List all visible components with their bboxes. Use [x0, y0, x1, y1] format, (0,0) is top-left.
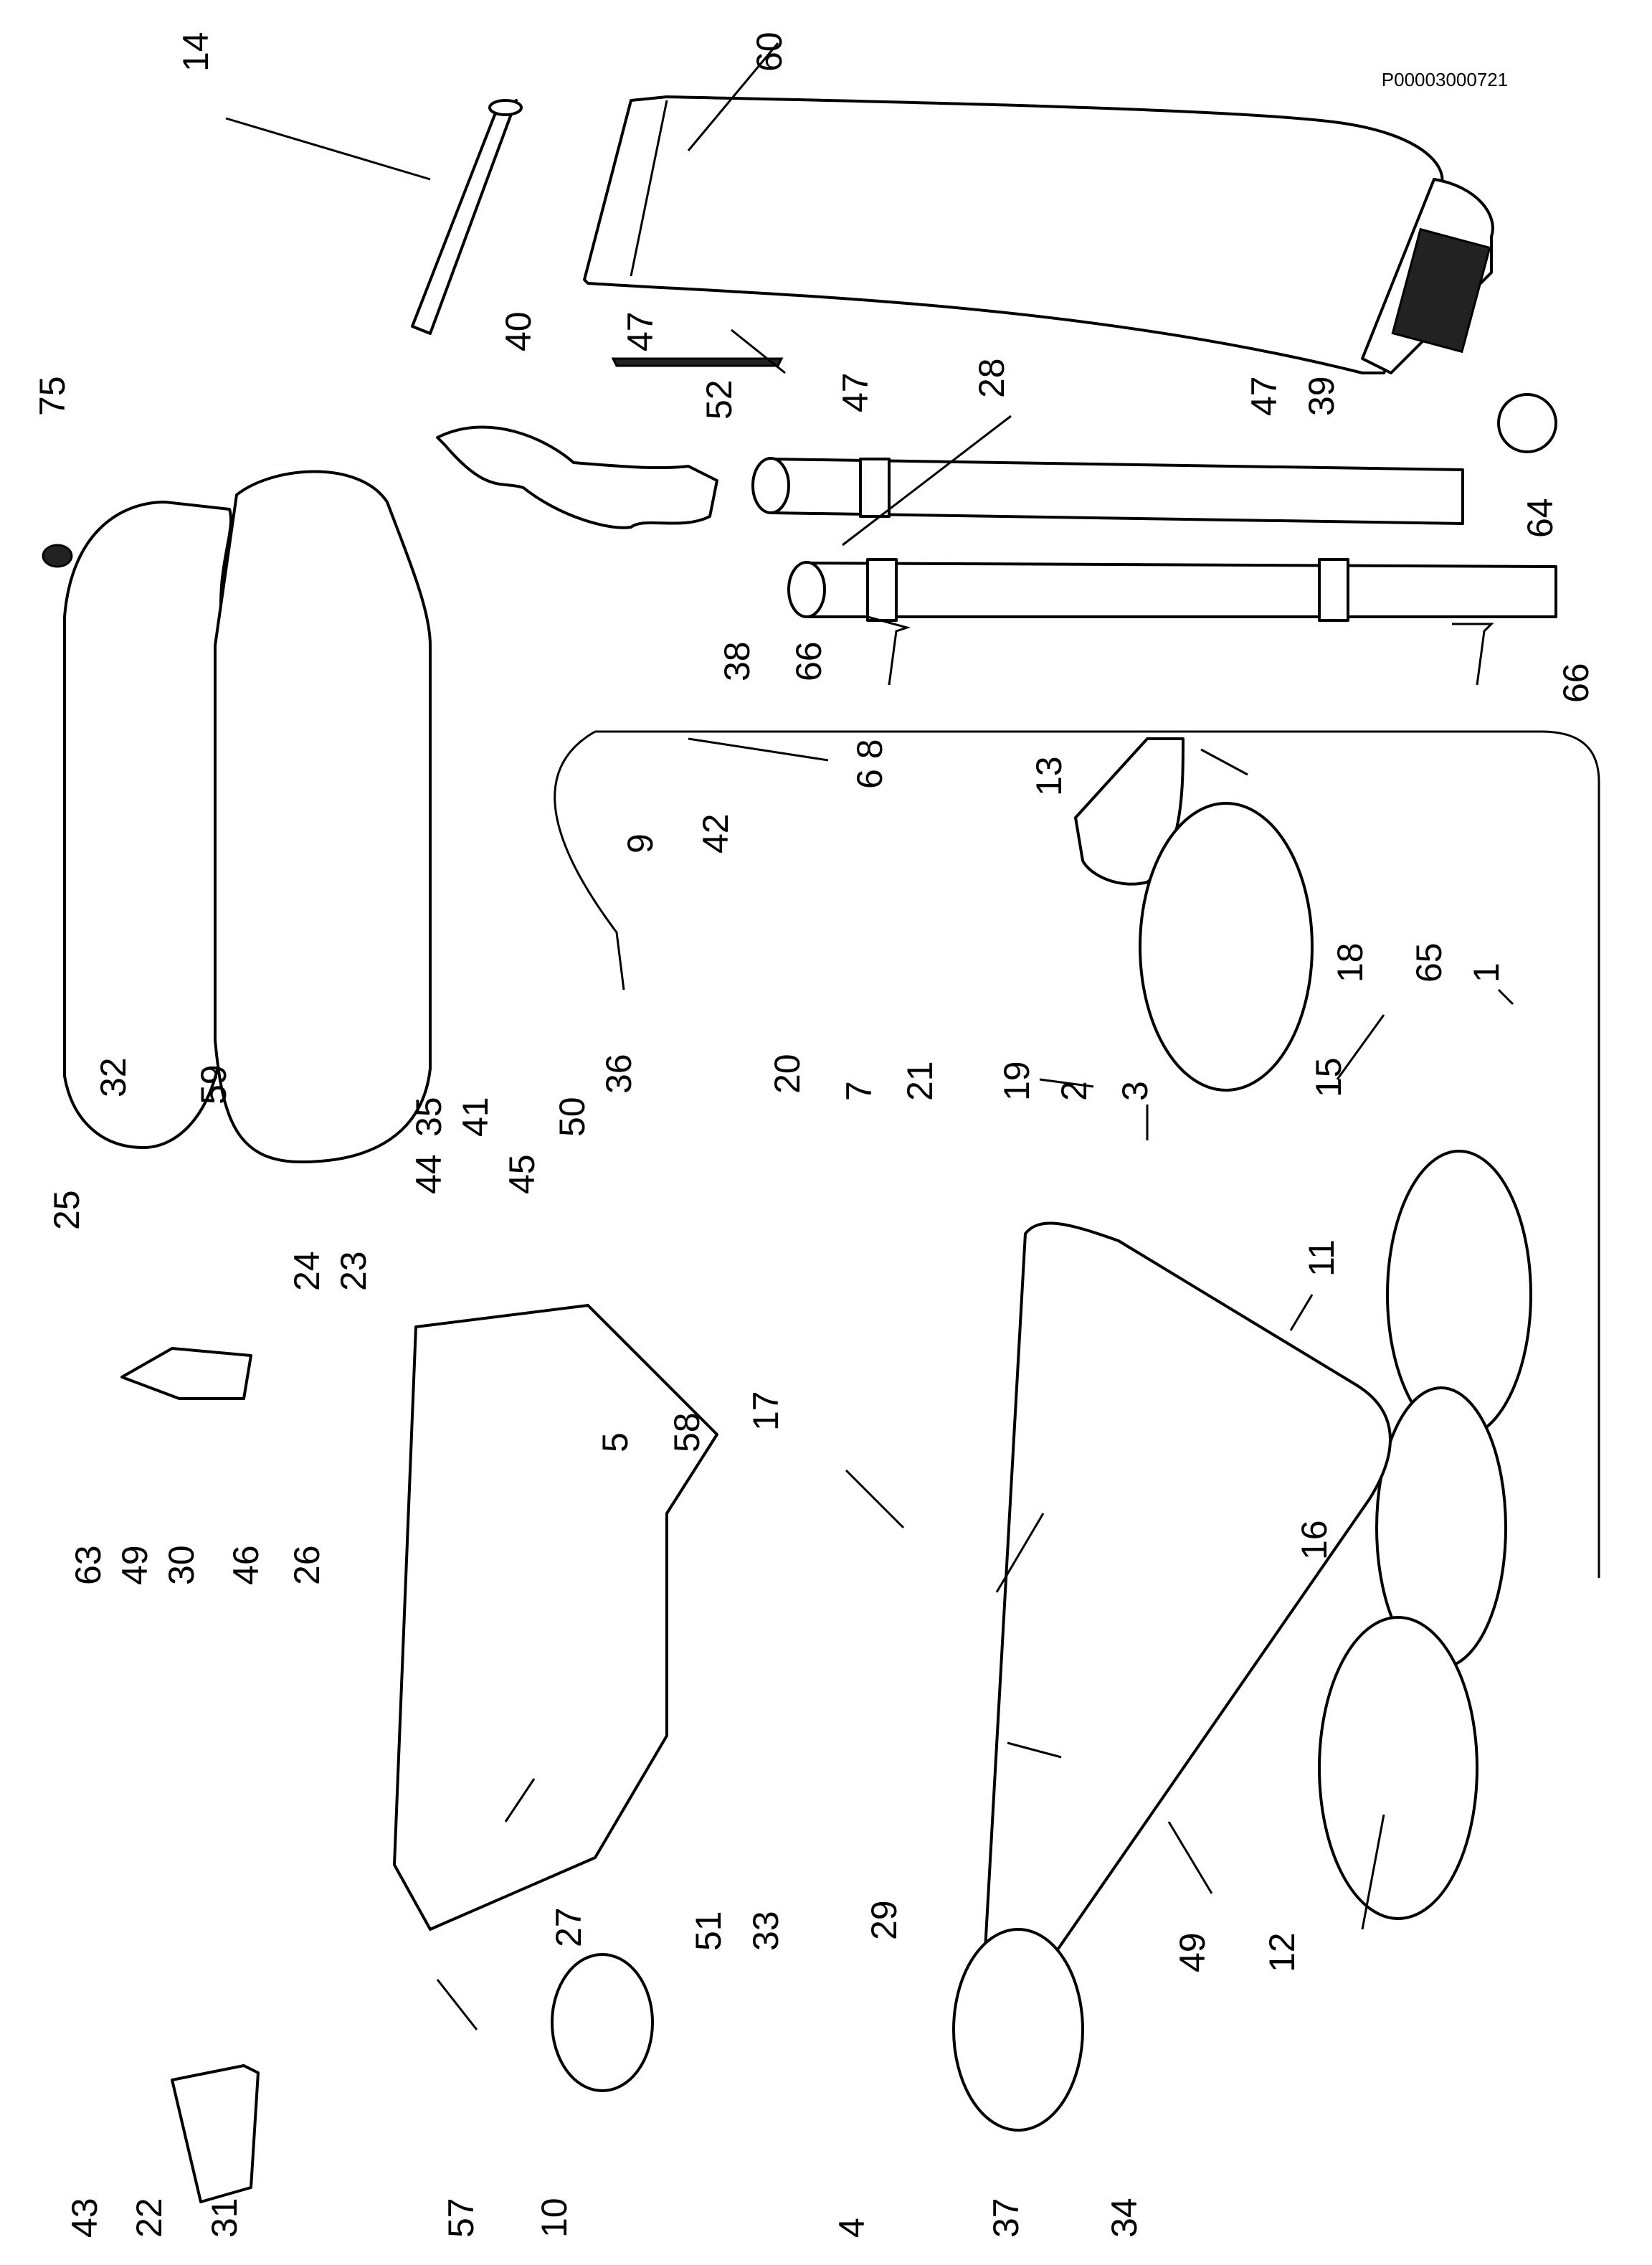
part-labels: 1 2 3 4 5 6 8 7 9 10 11 12 13 14 15 16 1…: [32, 32, 1596, 2238]
label-3: 3: [1115, 1081, 1155, 1101]
label-27: 27: [549, 1907, 589, 1947]
label-36: 36: [599, 1054, 639, 1094]
label-12: 12: [1262, 1932, 1302, 1972]
label-39: 39: [1301, 376, 1342, 416]
label-18: 18: [1330, 942, 1370, 983]
disc-part: [1139, 802, 1314, 1092]
label-20: 20: [767, 1054, 807, 1094]
handle-stem-part: [120, 1347, 252, 1400]
tube-upper-part: [751, 457, 1464, 525]
label-24: 24: [287, 1251, 327, 1291]
tube-lower-part: [787, 558, 1557, 622]
label-50: 50: [552, 1097, 592, 1137]
label-34: 34: [1104, 2198, 1144, 2238]
bracket-part: [171, 2064, 260, 2203]
label-33: 33: [746, 1911, 786, 1951]
brush-12-part: [1318, 1616, 1478, 1920]
label-35: 35: [409, 1097, 449, 1137]
label-52: 52: [699, 379, 739, 420]
label-64: 64: [1520, 498, 1560, 538]
motor-housing-part: [393, 1304, 718, 1931]
label-29: 29: [864, 1900, 904, 1940]
label-19: 19: [997, 1061, 1037, 1101]
label-22: 22: [129, 2198, 169, 2238]
label-11: 11: [1301, 1239, 1342, 1277]
clip-right-part: [1452, 623, 1494, 686]
label-9: 9: [620, 833, 660, 853]
power-cord-part: [554, 730, 1600, 1578]
label-32: 32: [93, 1057, 133, 1097]
label-57: 57: [441, 2198, 481, 2238]
housing-part: [214, 470, 432, 1163]
cover-part: [63, 501, 233, 1149]
label-45: 45: [502, 1154, 542, 1194]
handle-grip-part: [436, 425, 718, 529]
label-49b: 49: [1172, 1932, 1212, 1972]
label-60: 60: [749, 32, 789, 72]
label-15: 15: [1309, 1057, 1349, 1097]
label-59: 59: [194, 1064, 234, 1105]
label-14: 14: [176, 32, 216, 72]
label-42: 42: [696, 813, 736, 853]
spring-part: [611, 357, 784, 367]
label-31: 31: [204, 2198, 245, 2238]
label-1: 1: [1466, 963, 1506, 983]
label-66b: 66: [1556, 663, 1596, 703]
label-63: 63: [68, 1545, 108, 1585]
label-28: 28: [972, 358, 1012, 398]
label-51: 51: [688, 1911, 728, 1951]
base-plate-part: [981, 1221, 1392, 2010]
label-47c: 47: [1244, 376, 1284, 416]
fan-part: [551, 1953, 654, 2092]
label-37: 37: [986, 2198, 1026, 2238]
label-5: 5: [595, 1432, 635, 1452]
label-26: 26: [287, 1545, 327, 1585]
label-43: 43: [65, 2198, 105, 2238]
label-30: 30: [161, 1545, 201, 1585]
impeller-part: [952, 1928, 1084, 2132]
label-17: 17: [746, 1391, 786, 1431]
label-38: 38: [717, 641, 757, 681]
clip-left-part: [867, 615, 911, 686]
label-58: 58: [667, 1412, 707, 1452]
label-25: 25: [47, 1190, 87, 1230]
label-41: 41: [455, 1097, 495, 1137]
document-id: P00003000721: [1382, 69, 1508, 90]
leader-lines: [225, 42, 1514, 2030]
label-21: 21: [900, 1061, 940, 1101]
label-65: 65: [1409, 942, 1449, 983]
handle-upper-part: [583, 95, 1494, 374]
label-2: 2: [1054, 1081, 1094, 1101]
label-7: 7: [839, 1081, 879, 1101]
label-47a: 47: [620, 311, 660, 351]
ring-part: [1497, 393, 1557, 453]
label-44: 44: [409, 1154, 449, 1194]
label-4: 4: [832, 2218, 872, 2238]
label-6-8: 6 8: [850, 739, 890, 789]
label-49a: 49: [115, 1545, 155, 1585]
label-75: 75: [32, 376, 72, 416]
label-13: 13: [1029, 756, 1069, 796]
screw-75-part: [42, 544, 73, 568]
label-47b: 47: [835, 372, 875, 412]
small-tube-part: [411, 99, 523, 335]
label-40: 40: [498, 311, 538, 351]
label-66a: 66: [789, 641, 829, 681]
label-10: 10: [534, 2198, 574, 2238]
label-16: 16: [1294, 1520, 1334, 1560]
label-23: 23: [333, 1251, 374, 1291]
label-46: 46: [226, 1545, 266, 1585]
